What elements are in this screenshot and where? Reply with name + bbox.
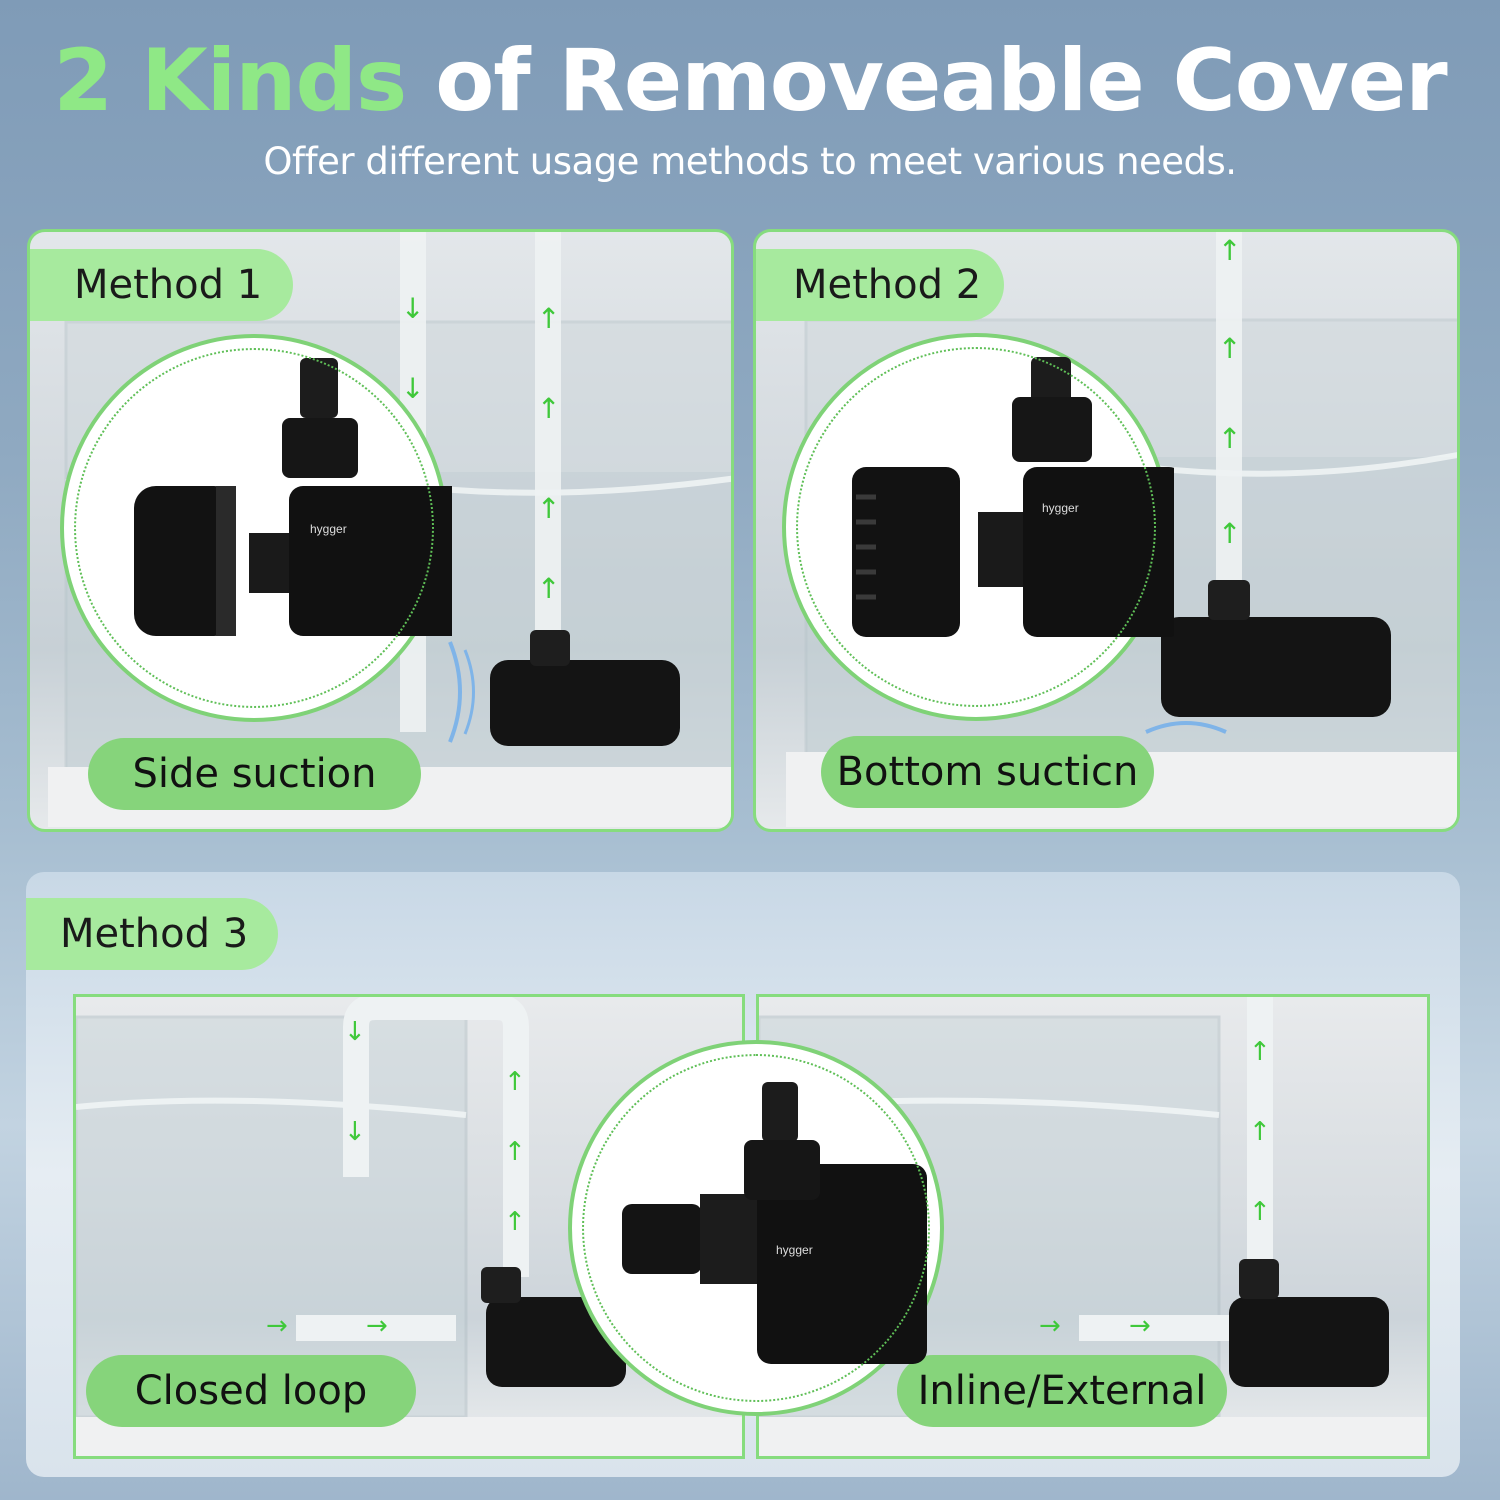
method-2-label: Bottom sucticn xyxy=(821,736,1154,808)
brand-mark: hygger xyxy=(1042,501,1079,515)
arrow-up-icon: ↑ xyxy=(1218,234,1242,267)
method-1-panel: ↓ ↓ ↑ ↑ ↑ ↑ hygger Method 1 Side suction xyxy=(27,229,734,832)
inline-external-label: Inline/External xyxy=(897,1355,1227,1427)
method-1-tag: Method 1 xyxy=(30,249,293,321)
closed-loop-diagram xyxy=(76,997,742,1456)
arrow-up-icon: ↑ xyxy=(1249,1117,1271,1147)
brand-mark: hygger xyxy=(310,522,347,536)
title-accent: 2 Kinds xyxy=(53,31,407,131)
arrow-right-icon: → xyxy=(266,1311,288,1341)
brand-mark: hygger xyxy=(776,1243,813,1257)
method-3-tag: Method 3 xyxy=(26,898,278,970)
arrow-right-icon: → xyxy=(1039,1311,1061,1341)
arrow-down-icon: ↓ xyxy=(401,372,425,405)
page-title: 2 Kinds of Removeable Cover xyxy=(0,38,1500,124)
arrow-right-icon: → xyxy=(1129,1311,1151,1341)
arrow-up-icon: ↑ xyxy=(1218,332,1242,365)
arrow-up-icon: ↑ xyxy=(537,492,561,525)
arrow-up-icon: ↑ xyxy=(537,392,561,425)
arrow-up-icon: ↑ xyxy=(504,1137,526,1167)
arrow-down-icon: ↓ xyxy=(344,1117,366,1147)
water-pump-icon: hygger xyxy=(622,1082,927,1364)
method-3-panel: Method 3 ↓ ↓ ↑ ↑ ↑ → → Closed loop xyxy=(26,872,1460,1477)
arrow-up-icon: ↑ xyxy=(1249,1037,1271,1067)
water-pump-icon: hygger xyxy=(852,357,1174,637)
arrow-down-icon: ↓ xyxy=(401,292,425,325)
arrow-up-icon: ↑ xyxy=(537,572,561,605)
arrow-right-icon: → xyxy=(366,1311,388,1341)
method-1-label: Side suction xyxy=(88,738,421,810)
method-2-tag: Method 2 xyxy=(756,249,1004,321)
title-rest: of Removeable Cover xyxy=(435,31,1447,131)
pump-detail-circle-1: hygger xyxy=(60,334,452,722)
arrow-up-icon: ↑ xyxy=(1218,517,1242,550)
arrow-up-icon: ↑ xyxy=(504,1067,526,1097)
water-pump-icon: hygger xyxy=(134,358,452,636)
arrow-up-icon: ↑ xyxy=(1218,422,1242,455)
pump-detail-circle-2: hygger xyxy=(782,333,1174,721)
arrow-up-icon: ↑ xyxy=(504,1207,526,1237)
page-subtitle: Offer different usage methods to meet va… xyxy=(263,140,1237,183)
method-2-panel: ↑ ↑ ↑ ↑ hygger Method 2 Bottom sucticn xyxy=(753,229,1460,832)
closed-loop-scene: ↓ ↓ ↑ ↑ ↑ → → Closed loop xyxy=(73,994,745,1459)
arrow-down-icon: ↓ xyxy=(344,1017,366,1047)
closed-loop-label: Closed loop xyxy=(86,1355,416,1427)
pump-detail-circle-3: hygger xyxy=(568,1040,944,1416)
arrow-up-icon: ↑ xyxy=(1249,1197,1271,1227)
arrow-up-icon: ↑ xyxy=(537,302,561,335)
